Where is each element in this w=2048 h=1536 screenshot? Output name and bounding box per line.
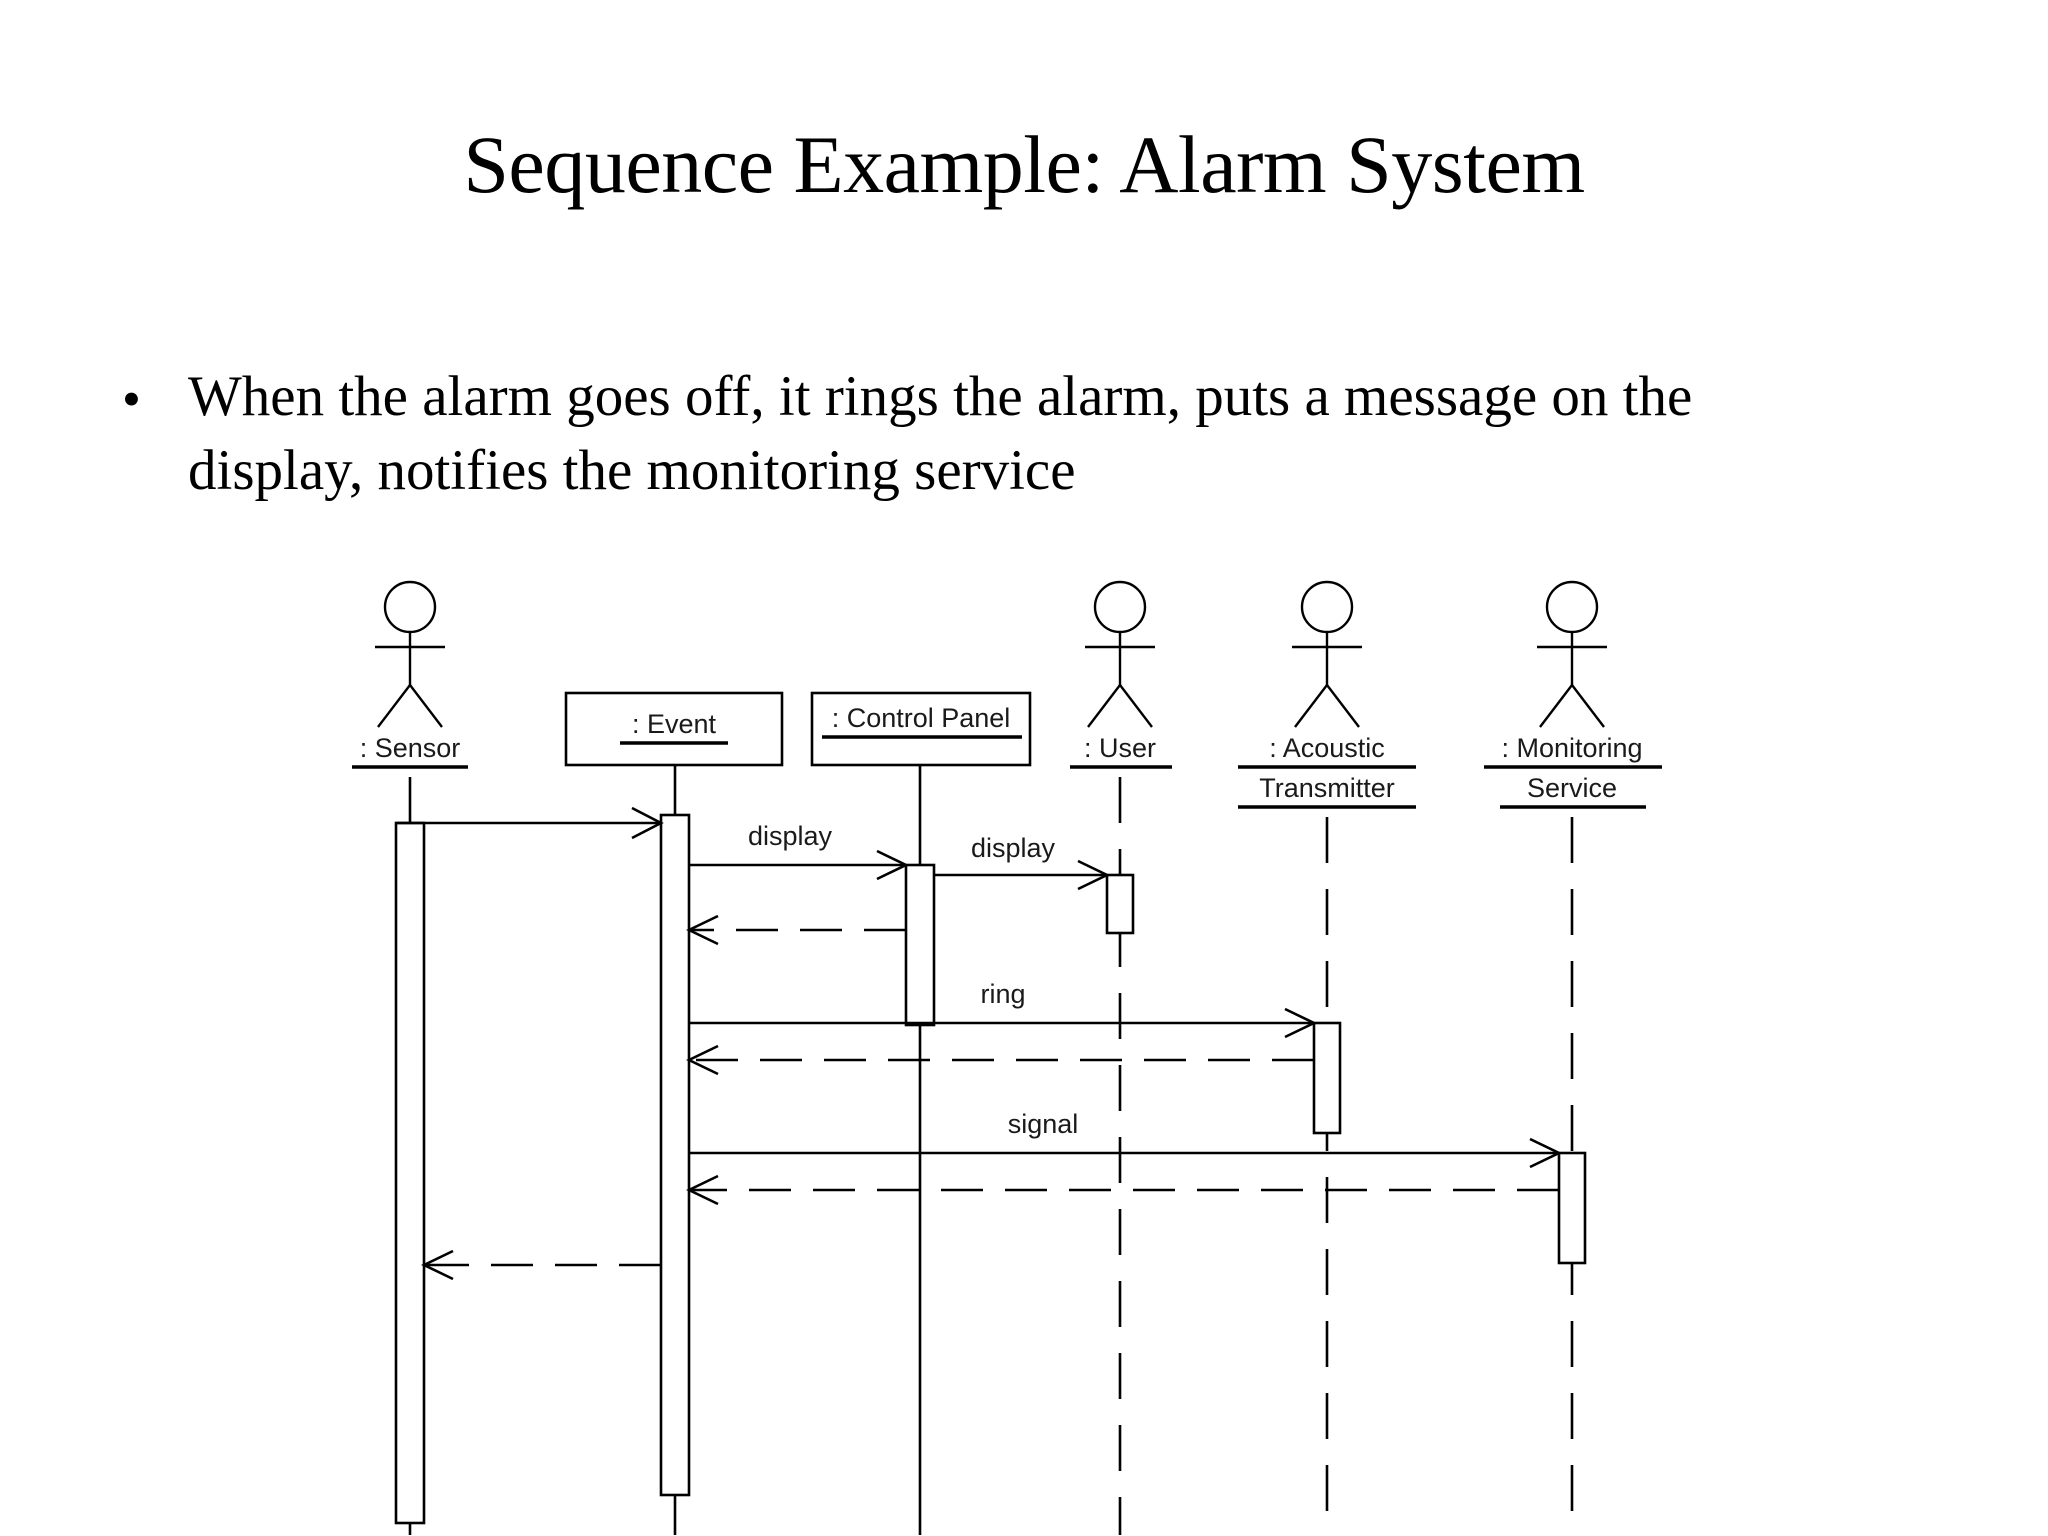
message-event-to-monitoring-service-signal: signal — [689, 1109, 1562, 1169]
participant-label-user: : User — [1084, 733, 1156, 763]
participant-label-monitoring-service-line1: : Monitoring — [1501, 733, 1642, 763]
sequence-diagram: : Sensor : Event : Control Panel : User … — [0, 575, 2048, 1535]
activation-bar-monitoring-service — [1557, 1151, 1587, 1265]
message-control-panel-to-user-display: display — [934, 833, 1110, 891]
message-event-to-acoustic-transmitter-ring: ring — [689, 979, 1317, 1039]
participant-label-sensor: : Sensor — [360, 733, 461, 763]
object-box-event — [564, 691, 784, 767]
activation-bar-user — [1105, 873, 1135, 935]
page-title: Sequence Example: Alarm System — [463, 119, 1585, 210]
message-monitoring-service-to-event-return — [686, 1174, 1559, 1206]
actor-figure-user — [1085, 580, 1155, 728]
bullet-text: When the alarm goes off, it rings the al… — [188, 365, 1693, 502]
participant-label-event: : Event — [632, 709, 717, 739]
message-label-signal: signal — [1008, 1109, 1079, 1139]
message-label-display-1: display — [748, 821, 833, 851]
actor-figure-monitoring-service — [1537, 580, 1607, 728]
activation-bar-event — [659, 813, 691, 1497]
participant-label-acoustic-transmitter-line1: : Acoustic — [1269, 733, 1385, 763]
bullet-list: • When the alarm goes off, it rings the … — [110, 360, 1950, 508]
message-sensor-to-event — [396, 806, 664, 840]
message-acoustic-transmitter-to-event-return — [686, 1044, 1314, 1076]
message-event-to-sensor-return — [421, 1249, 661, 1281]
message-label-display-2: display — [971, 833, 1056, 863]
list-item: • When the alarm goes off, it rings the … — [110, 360, 1950, 508]
participant-label-control-panel: : Control Panel — [832, 703, 1011, 733]
actor-figure-sensor — [375, 580, 445, 728]
message-event-to-control-panel-display: display — [689, 821, 909, 881]
activation-bar-acoustic-transmitter — [1312, 1021, 1342, 1135]
participant-label-acoustic-transmitter-line2: Transmitter — [1259, 773, 1395, 803]
participant-label-monitoring-service-line2: Service — [1527, 773, 1617, 803]
activation-bar-sensor — [394, 821, 426, 1525]
bullet-marker-icon: • — [122, 369, 141, 429]
message-control-panel-to-event-return — [686, 914, 906, 946]
actor-figure-acoustic-transmitter — [1292, 580, 1362, 728]
message-label-ring: ring — [980, 979, 1025, 1009]
activation-bar-control-panel — [904, 863, 936, 1027]
